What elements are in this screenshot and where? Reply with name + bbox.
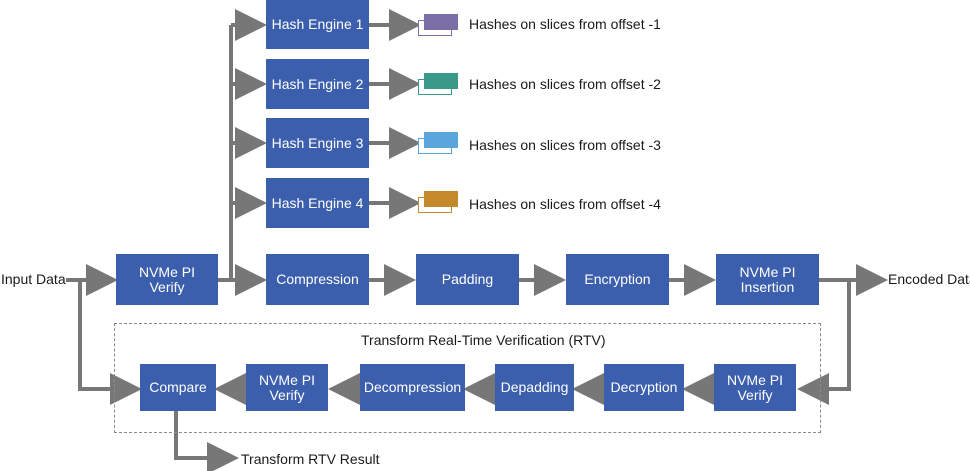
hash-output-label-4: Hashes on slices from offset -4 xyxy=(469,196,661,212)
hash-output-label-3: Hashes on slices from offset -3 xyxy=(469,137,661,153)
encryption-box: Encryption xyxy=(566,254,669,305)
hash-output-icon-4 xyxy=(418,191,458,213)
hash-engine-3-box: Hash Engine 3 xyxy=(266,118,369,168)
hash-output-icon-2 xyxy=(418,73,458,95)
hash-output-icon-3 xyxy=(418,132,458,154)
rtv-nvme-pi-verify-left-box: NVMe PI Verify xyxy=(246,364,328,411)
rtv-dashed-frame xyxy=(114,323,821,433)
arrow-input-to-compare xyxy=(78,280,142,405)
hash-output-icon-1 xyxy=(418,14,458,36)
decompression-box: Decompression xyxy=(360,364,465,411)
hash-output-label-2: Hashes on slices from offset -2 xyxy=(469,76,661,92)
rtv-title: Transform Real-Time Verification (RTV) xyxy=(361,332,606,348)
decryption-box: Decryption xyxy=(604,364,684,411)
rtv-nvme-pi-verify-right-box: NVMe PI Verify xyxy=(714,364,796,411)
hash-output-label-1: Hashes on slices from offset -1 xyxy=(469,16,661,32)
hash-engine-1-box: Hash Engine 1 xyxy=(266,0,369,49)
encoded-data-label: Encoded Data xyxy=(888,271,970,287)
rtv-result-label: Transform RTV Result xyxy=(241,451,380,467)
depadding-box: Depadding xyxy=(495,364,574,411)
compare-box: Compare xyxy=(140,364,216,411)
input-data-label: Input Data xyxy=(1,271,66,287)
arrow-encoded-to-rtv xyxy=(797,280,851,405)
hash-engine-4-box: Hash Engine 4 xyxy=(266,178,369,228)
padding-box: Padding xyxy=(416,254,519,305)
compression-box: Compression xyxy=(266,254,369,305)
nvme-pi-verify-box: NVMe PI Verify xyxy=(116,254,218,305)
hash-engine-2-box: Hash Engine 2 xyxy=(266,59,369,109)
nvme-pi-insertion-box: NVMe PI Insertion xyxy=(716,254,819,305)
arrow-compare-to-result xyxy=(174,411,239,471)
